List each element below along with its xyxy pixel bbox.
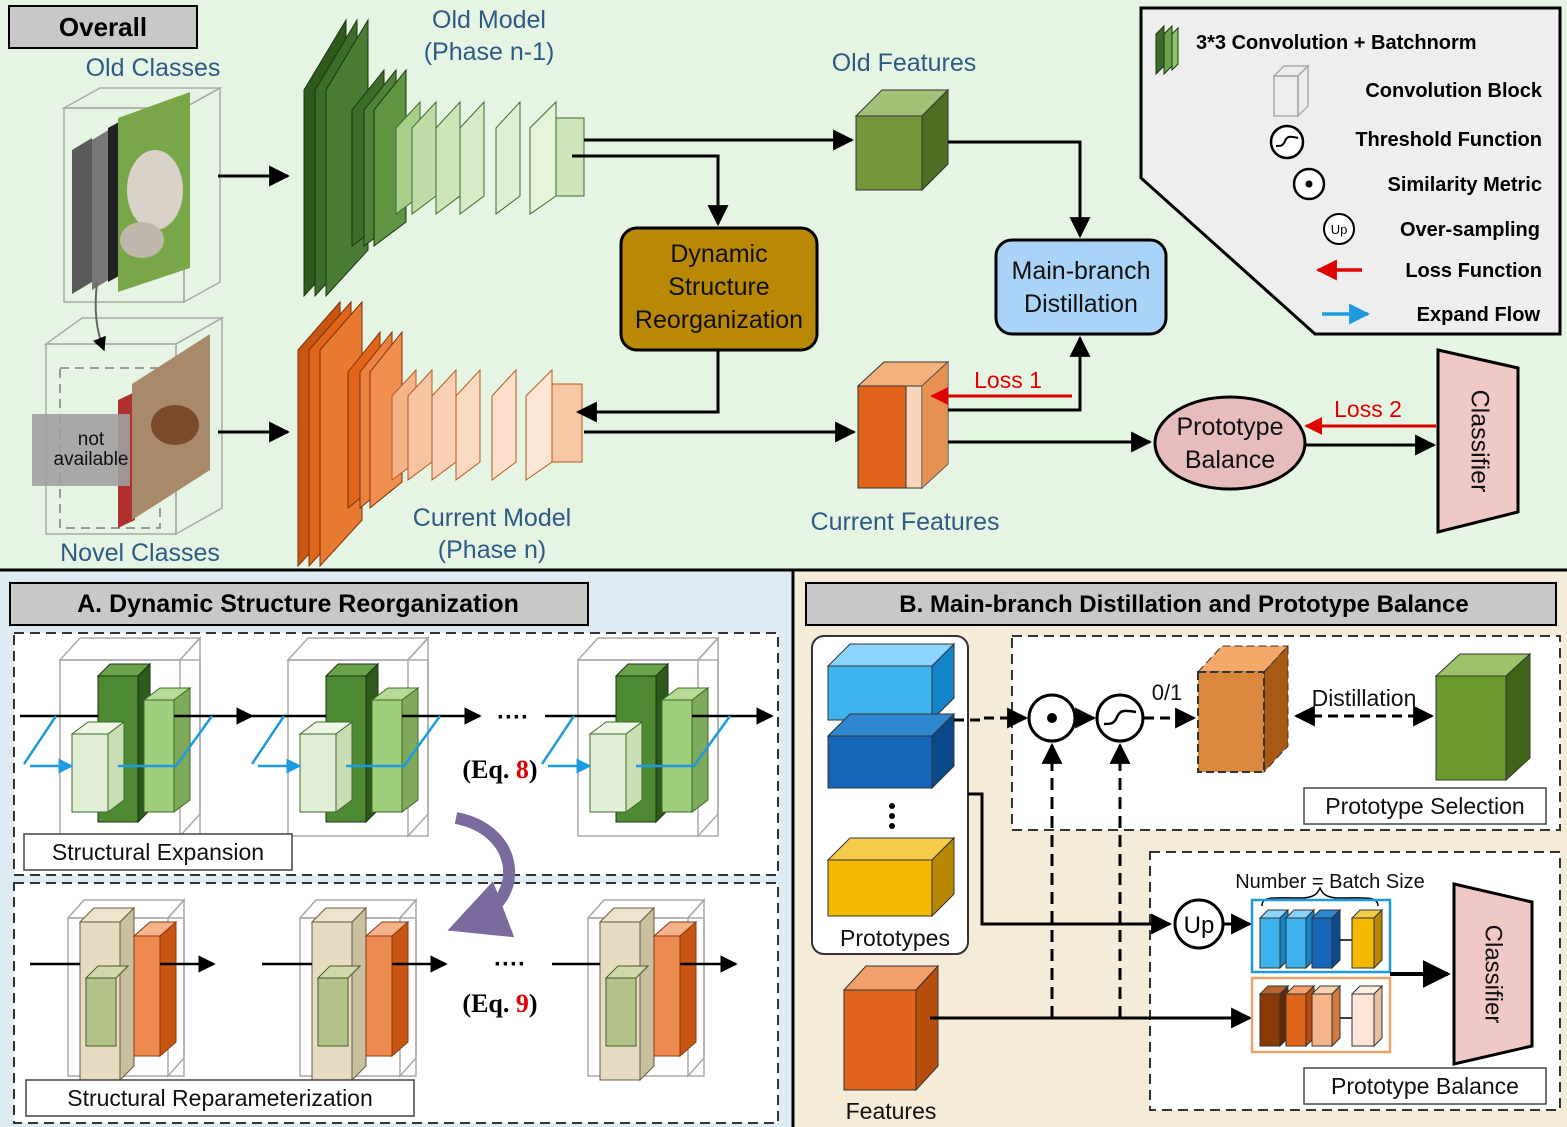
old-to-novel-arrow — [92, 281, 106, 352]
zero-one-label: 0/1 — [1152, 680, 1183, 705]
features-label: Features — [846, 1098, 937, 1124]
old-classes-images — [61, 86, 223, 304]
oversampling-icon: Up — [1323, 213, 1355, 245]
classifier-overall — [1436, 348, 1520, 534]
current-model-label1: Current Model — [413, 504, 571, 532]
legend-expand: Expand Flow — [1417, 304, 1541, 326]
similarity-node — [1027, 693, 1077, 743]
threshold-icon — [1269, 124, 1305, 160]
old-feature-cube-b — [1434, 652, 1532, 782]
svg-text:Up: Up — [1184, 912, 1215, 939]
legend-loss: Loss Function — [1405, 260, 1542, 282]
structural-reparam-label: Structural Reparameterization — [67, 1085, 373, 1111]
prototype-cube-dark-blue — [826, 712, 956, 790]
prototype-cube-yellow — [826, 836, 956, 918]
novel-classes-images — [32, 316, 225, 536]
not-available-line1: not — [78, 429, 105, 450]
up-node: Up — [1173, 898, 1225, 950]
prototypes-label: Prototypes — [840, 925, 950, 951]
svg-text:Up: Up — [1331, 222, 1348, 237]
panel-b-title: B. Main-branch Distillation and Prototyp… — [899, 591, 1468, 618]
dsr-label3: Reorganization — [635, 306, 803, 334]
current-features-to-mbd-arrow — [948, 335, 1091, 412]
current-model-label2: (Phase n) — [438, 536, 546, 564]
old-features-label: Old Features — [832, 49, 977, 77]
features-cube — [842, 964, 940, 1092]
old-model-label1: Old Model — [432, 6, 546, 34]
prototypes-to-up-arrow — [968, 792, 1173, 935]
expansion-block-1 — [58, 636, 202, 838]
panel-a-title-box — [9, 582, 589, 626]
batch-brace — [1261, 886, 1379, 907]
classifier-overall-label: Classifier — [1465, 390, 1493, 493]
distillation-label: Distillation — [1312, 685, 1417, 711]
reparam-block-1 — [66, 898, 186, 1082]
novel-classes-label: Novel Classes — [60, 539, 220, 567]
eq8-label: (Eq. 8) — [462, 755, 537, 784]
prototype-selection-box — [1303, 787, 1547, 825]
proto-batch-cubes — [1258, 908, 1384, 970]
legend-conv-bn: 3*3 Convolution + Batchnorm — [1196, 32, 1477, 54]
pb-ellipse — [1153, 395, 1307, 491]
old-model-label2: (Phase n-1) — [424, 38, 555, 66]
old-classes-label: Old Classes — [86, 54, 221, 82]
expand-flow-lines — [22, 715, 732, 774]
prototype-cube-light-blue — [826, 642, 956, 722]
mbd-label2: Distillation — [1024, 290, 1138, 318]
dsr-label1: Dynamic — [670, 240, 767, 268]
pb-label2: Balance — [1185, 446, 1275, 474]
expansion-to-reparam-arrow — [447, 812, 516, 938]
structural-expansion-box — [23, 833, 293, 871]
current-features-cube — [856, 360, 950, 490]
panel-b-title-box — [805, 582, 1557, 626]
overall-title: Overall — [59, 12, 147, 42]
structural-reparam-box — [25, 1079, 415, 1117]
feature-batch-cubes — [1258, 984, 1384, 1048]
prototype-balance-label: Prototype Balance — [1331, 1073, 1519, 1099]
eq9-label: (Eq. 9) — [462, 989, 537, 1018]
legend-conv-bn-icon — [1155, 24, 1179, 76]
mbd-label1: Main-branch — [1012, 257, 1151, 285]
legend-conv-block-icon — [1272, 64, 1310, 118]
legend-conv-block: Convolution Block — [1365, 80, 1543, 102]
number-batch-label: Number = Batch Size — [1235, 871, 1425, 893]
mbd-box — [994, 238, 1168, 336]
current-model-stack — [297, 300, 583, 568]
classifier-b — [1452, 882, 1534, 1066]
panel-a-title: A. Dynamic Structure Reorganization — [77, 590, 519, 618]
old-model-stack — [303, 18, 585, 298]
pb-label1: Prototype — [1176, 413, 1283, 441]
legend-threshold: Threshold Function — [1355, 129, 1542, 151]
current-features-label: Current Features — [811, 508, 1000, 536]
old-to-dsr-arrow — [572, 154, 729, 227]
dsr-label2: Structure — [668, 273, 769, 301]
prototypes-to-similarity-arrow — [954, 707, 1029, 729]
threshold-node — [1095, 693, 1145, 743]
similarity-icon — [1292, 167, 1326, 201]
old-features-to-mbd-arrow — [948, 140, 1091, 239]
prototype-balance-box — [1303, 1067, 1547, 1105]
prototype-selection-label: Prototype Selection — [1325, 793, 1524, 819]
overall-title-box — [8, 5, 198, 49]
legend-similarity: Similarity Metric — [1387, 174, 1542, 196]
legend-box — [1139, 6, 1562, 336]
reparam-dots: ···· — [494, 951, 526, 978]
feature-batch-box — [1250, 976, 1392, 1054]
selected-prototype-cube — [1196, 644, 1290, 774]
not-available-line2: available — [54, 449, 129, 470]
loss2-label: Loss 2 — [1334, 396, 1402, 422]
structural-expansion-label: Structural Expansion — [52, 839, 264, 865]
prototype-dots — [889, 803, 895, 829]
classifier-b-label: Classifier — [1480, 925, 1507, 1024]
old-features-cube — [854, 88, 950, 192]
proto-batch-box — [1250, 898, 1392, 974]
expansion-dots: ···· — [497, 704, 529, 731]
legend-oversampling: Over-sampling — [1400, 219, 1540, 241]
dsr-to-current-arrow — [575, 350, 720, 423]
loss1-label: Loss 1 — [974, 367, 1042, 393]
